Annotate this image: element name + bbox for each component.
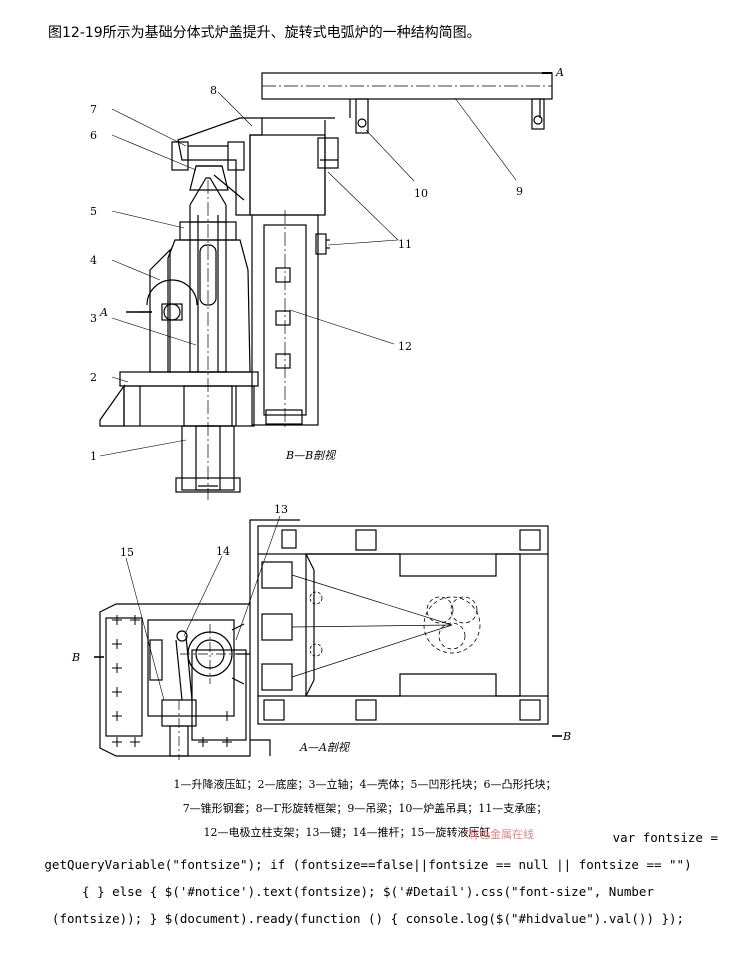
code-line-1: var fontsize =	[612, 830, 718, 845]
label-4: 4	[90, 254, 97, 267]
label-12: 12	[398, 340, 412, 353]
label-14: 14	[216, 545, 230, 558]
label-2: 2	[90, 371, 97, 384]
code-line-3: { } else { $('#notice').text(fontsize); …	[82, 884, 654, 899]
label-10: 10	[414, 187, 428, 200]
aa-section-drawing	[94, 515, 562, 760]
page-title: 图12-19所示为基础分体式炉盖提升、旋转式电弧炉的一种结构简图。	[48, 25, 481, 41]
label-1: 1	[90, 450, 97, 463]
section-marker-b-right: B	[562, 730, 571, 743]
leaked-script-text: var fontsize = getQueryVariable("fontsiz…	[18, 824, 718, 932]
section-marker-b-left: B	[71, 651, 80, 664]
section-marker-a-left: A	[99, 306, 108, 319]
code-line-2: getQueryVariable("fontsize"); if (fontsi…	[44, 857, 692, 872]
caption-line-2: 7—锥形钢套；8—Γ形旋转框架；9—吊梁；10—炉盖吊具；11—支承座；	[182, 802, 548, 815]
label-9: 9	[516, 185, 523, 198]
bb-section-drawing	[99, 72, 553, 500]
label-5: 5	[90, 205, 97, 218]
section-title-aa: A—A剖视	[299, 741, 351, 754]
structure-diagram: 7 6 5 4 3 2 1 8 10 9 11 12 A A B—B剖视	[71, 66, 571, 760]
label-7: 7	[90, 103, 97, 116]
code-line-4: (fontsize)); } $(document).ready(functio…	[51, 911, 685, 926]
watermark: 有色金属在线	[468, 828, 534, 841]
section-title-bb: B—B剖视	[285, 449, 337, 462]
label-13: 13	[274, 503, 288, 516]
label-8: 8	[210, 84, 217, 97]
label-11: 11	[398, 238, 412, 251]
label-3: 3	[90, 312, 97, 325]
caption-line-1: 1—升降液压缸；2—底座；3—立轴；4—壳体；5—凹形托块；6—凸形托块；	[173, 778, 557, 791]
section-marker-a-right: A	[555, 66, 564, 79]
label-15: 15	[120, 546, 134, 559]
caption-line-3: 12—电极立柱支架；13—键；14—推杆；15—旋转液压缸	[203, 826, 491, 839]
label-6: 6	[90, 129, 97, 142]
